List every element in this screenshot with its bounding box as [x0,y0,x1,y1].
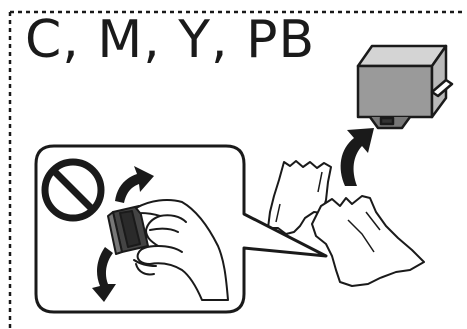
ink-colors-label: C, M, Y, PB [25,14,315,66]
torn-package-icon [312,196,424,286]
ink-cartridge-icon [358,46,452,128]
up-arrow-icon [341,128,374,186]
